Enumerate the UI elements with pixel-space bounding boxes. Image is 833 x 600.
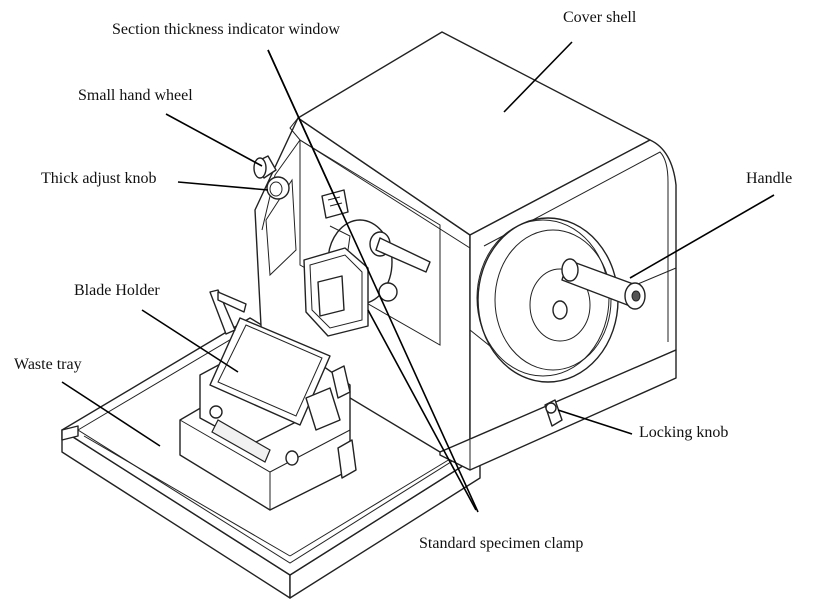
- large-hand-wheel: [476, 217, 619, 383]
- leader-small-hand-wheel: [165, 113, 263, 167]
- label-small-hand-wheel: Small hand wheel: [78, 87, 193, 104]
- leader-section-thickness-to-clamp: [267, 49, 479, 513]
- leader-handle: [629, 194, 775, 279]
- leader-waste-tray: [61, 381, 161, 447]
- label-section-thickness-indicator-window: Section thickness indicator window: [112, 21, 340, 38]
- leader-locking-knob: [557, 409, 633, 435]
- label-handle: Handle: [746, 170, 793, 187]
- label-waste-tray: Waste tray: [14, 356, 82, 373]
- thick-adjust-knob: [266, 176, 290, 200]
- handle: [561, 258, 646, 310]
- label-blade-holder: Blade Holder: [74, 282, 160, 299]
- leader-thick-adjust-knob: [177, 181, 269, 191]
- label-standard-specimen-clamp: Standard specimen clamp: [419, 535, 584, 552]
- leader-lines: [61, 41, 775, 513]
- label-locking-knob: Locking knob: [639, 424, 729, 441]
- blade-holder: [179, 289, 357, 511]
- leader-cover-shell: [503, 41, 573, 113]
- locking-knob: [544, 399, 563, 427]
- standard-specimen-clamp: [303, 219, 431, 337]
- label-thick-adjust-knob: Thick adjust knob: [41, 170, 157, 187]
- leader-specimen-clamp: [367, 309, 477, 511]
- label-cover-shell: Cover shell: [563, 9, 637, 26]
- leader-blade-holder: [141, 309, 239, 373]
